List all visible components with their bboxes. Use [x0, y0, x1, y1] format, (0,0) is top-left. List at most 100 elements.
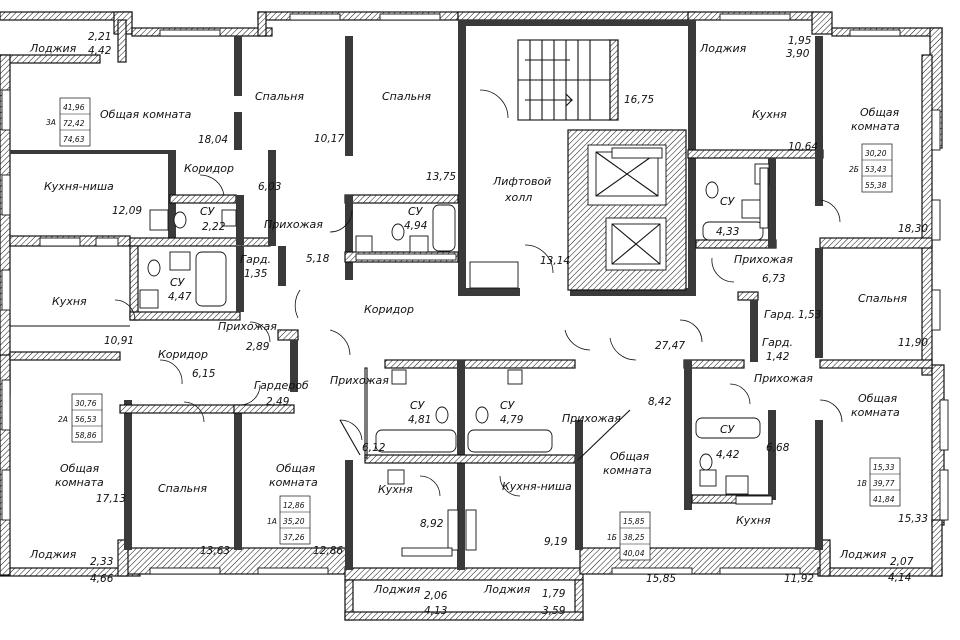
apartment-1v-value-2: 39,77 [873, 479, 895, 488]
room-area: 5,18 [306, 253, 330, 265]
room-area: 2,22 [202, 221, 226, 233]
room-labels: Лоджия 2,21 4,42 Общая комната 18,04 Спа… [29, 31, 928, 617]
room-label: Общая [610, 450, 650, 463]
room-label: комната [269, 476, 318, 489]
room-area: 4,81 [408, 414, 431, 426]
apartment-3a-table: 3A 41,96 72,42 74,63 [46, 97, 91, 147]
room-area: 6,15 [192, 368, 216, 380]
room-label: СУ [408, 205, 424, 218]
room-area: 18,30 [898, 223, 928, 235]
room-area: 4,42 [716, 449, 740, 461]
apartment-2b-value-3: 55,38 [865, 181, 887, 190]
room-label: Общая комната [100, 108, 192, 121]
apartment-2b-table: 2Б 30,20 53,43 55,38 [849, 143, 893, 193]
room-area: 1,79 [542, 588, 566, 600]
room-area: 6,12 [362, 442, 386, 454]
apartment-3a-value-1: 41,96 [63, 103, 85, 112]
room-area: 11,90 [898, 337, 928, 349]
apartment-1b-value-3: 40,04 [623, 549, 645, 558]
room-area: 1,42 [766, 351, 790, 363]
room-area: 2,89 [246, 341, 270, 353]
room-area: 4,33 [716, 226, 739, 238]
room-label: комната [603, 464, 652, 477]
room-label: Гард. [762, 336, 793, 349]
room-area: 10,91 [104, 335, 134, 347]
apartment-1a-value-2: 35,20 [283, 517, 305, 526]
room-area: 1,95 [788, 35, 812, 47]
apartment-3a-value-3: 74,63 [63, 135, 85, 144]
windows [1, 13, 949, 575]
room-label: Лоджия [29, 42, 77, 55]
room-label: Кухня-ниша [502, 480, 572, 493]
room-area: 8,92 [420, 518, 444, 530]
room-label: Лоджия [373, 583, 421, 596]
room-label: Спальня [858, 292, 907, 305]
room-area: 2,07 [890, 556, 914, 568]
doors [10, 89, 843, 497]
room-area-secondary: 3,59 [542, 605, 566, 617]
room-area: 17,13 [96, 493, 126, 505]
fixtures [39, 147, 773, 557]
room-label: Общая [60, 462, 100, 475]
room-area: 9,19 [544, 536, 568, 548]
room-label: Гард. [764, 308, 795, 321]
room-label: СУ [410, 399, 426, 412]
room-label: Коридор [364, 303, 414, 316]
apartment-2b-id: 2Б [849, 165, 859, 174]
room-label: СУ [200, 205, 216, 218]
apartment-1b-value-2: 38,25 [623, 533, 645, 542]
stair-treads [529, 40, 591, 120]
room-area: 15,85 [646, 573, 676, 585]
room-area-secondary: 4,42 [88, 45, 112, 57]
room-area: 4,94 [404, 220, 427, 232]
room-label: Кухня [378, 483, 413, 496]
apartment-2a-value-1: 30,76 [75, 399, 97, 408]
room-area: 10,17 [314, 133, 344, 145]
room-label: Лоджия [839, 548, 887, 561]
room-label: Кухня [52, 295, 87, 308]
room-label: Прихожая [734, 253, 793, 266]
room-area: 1,35 [244, 268, 268, 280]
room-label: Общая [858, 392, 898, 405]
room-label: Кухня [752, 108, 787, 121]
apartment-2a-id: 2А [58, 415, 68, 424]
apartment-1b-table: 1Б 15,85 38,25 40,04 [607, 511, 651, 561]
room-area: 4,79 [500, 414, 524, 426]
room-label: комната [55, 476, 104, 489]
apartment-1b-value-1: 15,85 [623, 517, 645, 526]
room-area: 12,86 [313, 545, 343, 557]
room-label: Спальня [158, 482, 207, 495]
room-area: 6,73 [762, 273, 785, 285]
apartment-3a-value-2: 72,42 [63, 119, 85, 128]
apartment-2a-table: 2А 30,76 56,53 58,86 [58, 393, 103, 443]
apartment-2b-value-1: 30,20 [865, 149, 887, 158]
room-label: Прихожая [264, 218, 323, 231]
room-area: 15,33 [898, 513, 928, 525]
room-area: 12,09 [112, 205, 142, 217]
room-label: Прихожая [218, 320, 277, 333]
apartment-1a-value-3: 37,26 [283, 533, 305, 542]
room-label: СУ [720, 195, 736, 208]
room-label: Лоджия [699, 42, 747, 55]
room-label: комната [851, 120, 900, 133]
room-label: СУ [170, 276, 186, 289]
room-label: Лоджия [29, 548, 77, 561]
room-label: Спальня [255, 90, 304, 103]
room-area-secondary: 4,66 [90, 573, 114, 585]
room-label: Коридор [184, 162, 234, 175]
room-area: 11,92 [784, 573, 814, 585]
room-area: 18,04 [198, 134, 228, 146]
room-area-secondary: 4,14 [888, 572, 911, 584]
room-label: СУ [720, 423, 736, 436]
room-label: Общая [276, 462, 316, 475]
apartment-1a-table: 1А 12,86 35,20 37,26 [267, 495, 311, 545]
room-area: 8,42 [648, 396, 672, 408]
room-label: Лоджия [483, 583, 531, 596]
room-area: 6,03 [258, 181, 281, 193]
room-label: Прихожая [562, 412, 621, 425]
room-label: Кухня [736, 514, 771, 527]
room-area: 2,33 [90, 556, 113, 568]
apartment-1v-value-1: 15,33 [873, 463, 895, 472]
room-area: 2,06 [424, 590, 448, 602]
